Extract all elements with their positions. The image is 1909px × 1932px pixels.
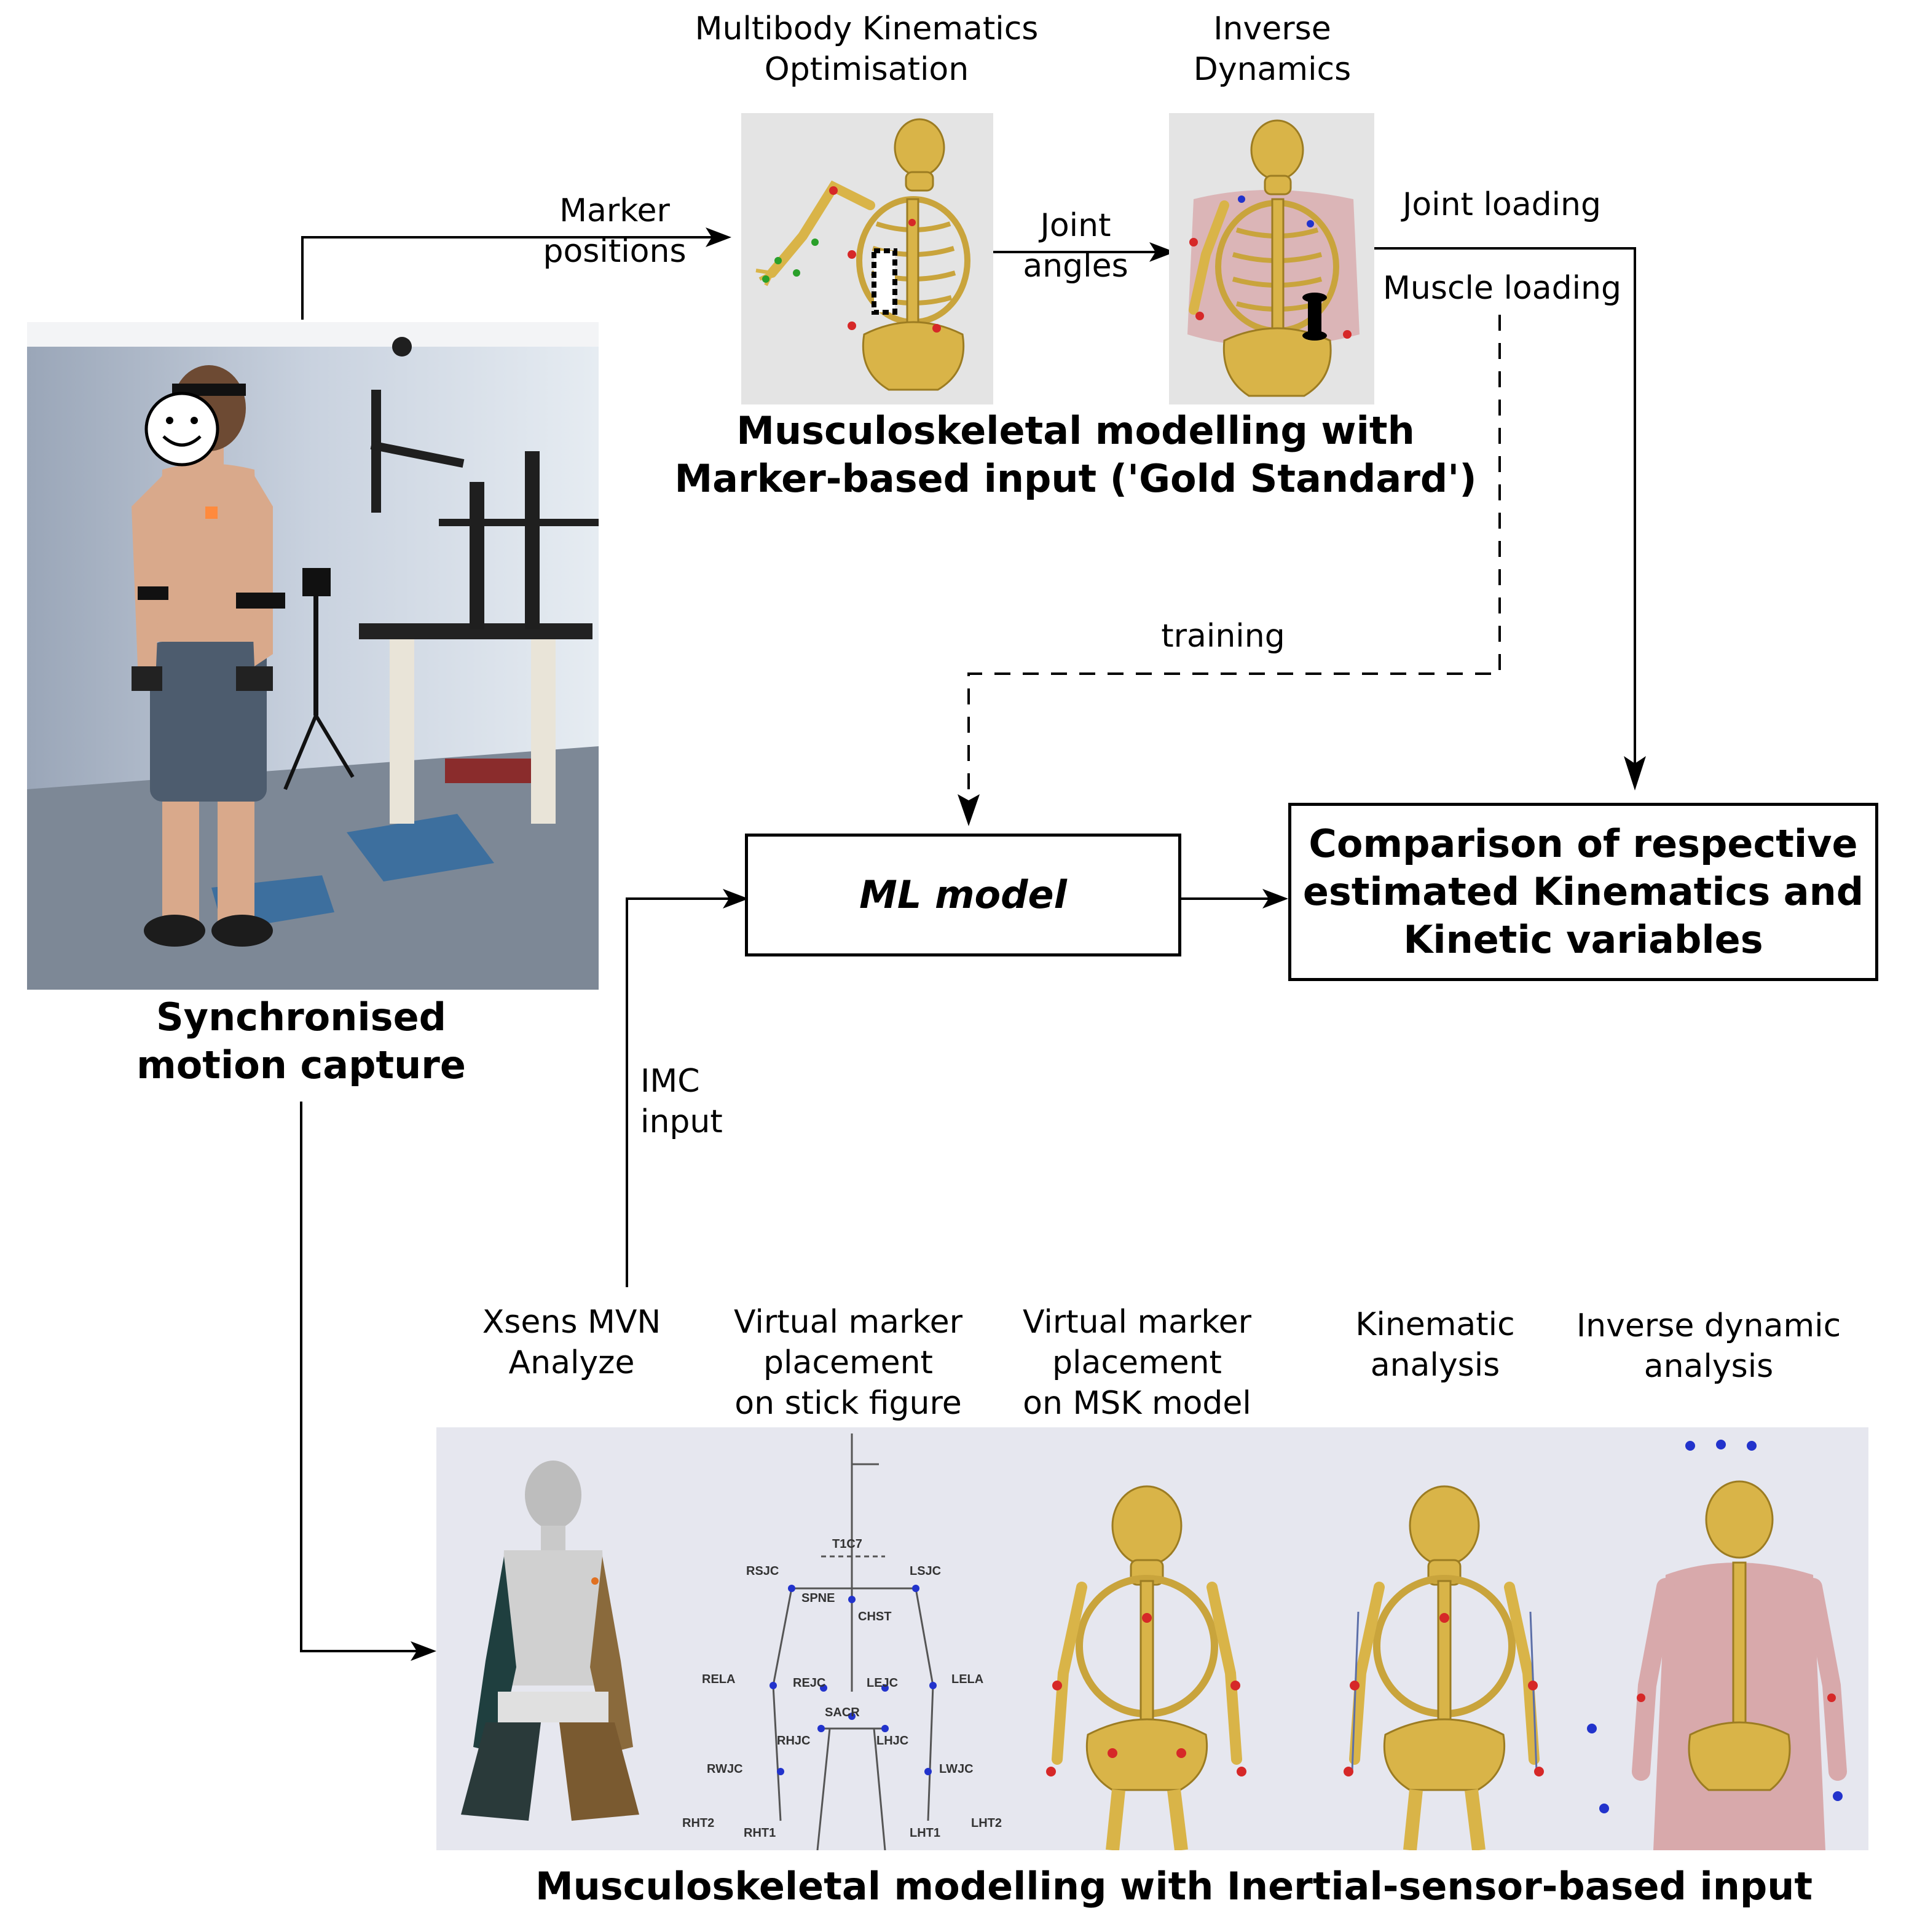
title-gold-standard: Musculoskeletal modelling with Marker-ba… [674, 408, 1477, 501]
label-imc-input: IMC input [640, 1063, 723, 1140]
arrow-imc-input [626, 897, 735, 1287]
arrow-joint-loading [1374, 247, 1636, 768]
stick-label-rht1: RHT1 [744, 1826, 776, 1840]
label-mko: Multibody Kinematics Optimisation [695, 10, 1039, 88]
kinematic-skeleton-icon [1344, 1485, 1544, 1850]
comparison-box: Comparison of respective estimated Kinem… [1288, 803, 1878, 981]
stick-label-lela: LELA [951, 1673, 983, 1686]
stick-label-lht2: LHT2 [971, 1816, 1002, 1830]
stick-label-rela: RELA [702, 1673, 735, 1686]
msk-skeleton-icon [1046, 1485, 1246, 1850]
xsens-avatar-icon [461, 1461, 639, 1821]
stick-markers [770, 1585, 937, 1775]
stick-label-t1c7: T1C7 [832, 1537, 862, 1551]
arrow-marker-positions [301, 236, 718, 320]
motion-capture-photo [27, 322, 599, 990]
label-inverse-dynamics: Inverse Dynamics [1193, 10, 1352, 88]
ml-model-label: ML model [859, 872, 1067, 917]
mko-skeleton-panel [741, 113, 993, 404]
label-xsens: Xsens MVN Analyze [482, 1304, 661, 1381]
label-joint-loading: Joint loading [1403, 186, 1602, 223]
label-kinematic: Kinematic analysis [1355, 1306, 1515, 1384]
label-vm-msk: Virtual marker placement on MSK model [1023, 1304, 1251, 1422]
arrow-motion-to-inertial [300, 1102, 418, 1652]
stick-label-lhjc: LHJC [876, 1734, 908, 1748]
stick-label-rht2: RHT2 [682, 1816, 714, 1830]
stick-label-rhjc: RHJC [777, 1734, 810, 1748]
inertial-panel: T1C7 RSJC LSJC SPNE CHST RELA REJC LEJC … [436, 1427, 1868, 1850]
person-figure [132, 365, 285, 947]
face-smiley-icon [144, 392, 219, 467]
stick-label-lht1: LHT1 [910, 1826, 940, 1840]
label-training: training [1161, 618, 1285, 655]
stick-label-lejc: LEJC [867, 1676, 898, 1690]
inertial-pipeline-image: T1C7 RSJC LSJC SPNE CHST RELA REJC LEJC … [461, 1433, 1847, 1850]
arrow-training [967, 315, 1501, 805]
label-marker-positions: Marker positions [543, 192, 687, 270]
stick-label-rwjc: RWJC [707, 1762, 743, 1776]
stick-label-chst: CHST [858, 1610, 891, 1623]
label-inverse-dynamic: Inverse dynamic analysis [1576, 1307, 1841, 1385]
skeleton-arm-raised-icon [755, 118, 970, 391]
ml-model-box: ML model [745, 834, 1181, 956]
stick-label-sacr: SACR [825, 1706, 860, 1719]
id-skeleton-panel [1169, 113, 1374, 404]
motion-capture-lab-image [27, 322, 599, 990]
label-joint-angles: Joint angles [1023, 207, 1128, 285]
stick-label-spne: SPNE [801, 1591, 835, 1605]
stick-label-rejc: REJC [793, 1676, 825, 1690]
title-motion-capture: Synchronised motion capture [136, 995, 466, 1087]
stick-label-rsjc: RSJC [746, 1564, 779, 1578]
comparison-label: Comparison of respective estimated Kinem… [1302, 821, 1864, 962]
stick-label-lsjc: LSJC [910, 1564, 941, 1578]
skeleton-muscles-icon [1187, 119, 1360, 397]
label-vm-stick: Virtual marker placement on stick figure [734, 1304, 962, 1422]
title-inertial: Musculoskeletal modelling with Inertial-… [535, 1864, 1813, 1909]
stick-label-lwjc: LWJC [939, 1762, 974, 1776]
label-muscle-loading: Muscle loading [1383, 270, 1622, 307]
stick-figure-icon [772, 1433, 934, 1850]
inverse-dynamic-muscle-icon [1587, 1440, 1847, 1850]
